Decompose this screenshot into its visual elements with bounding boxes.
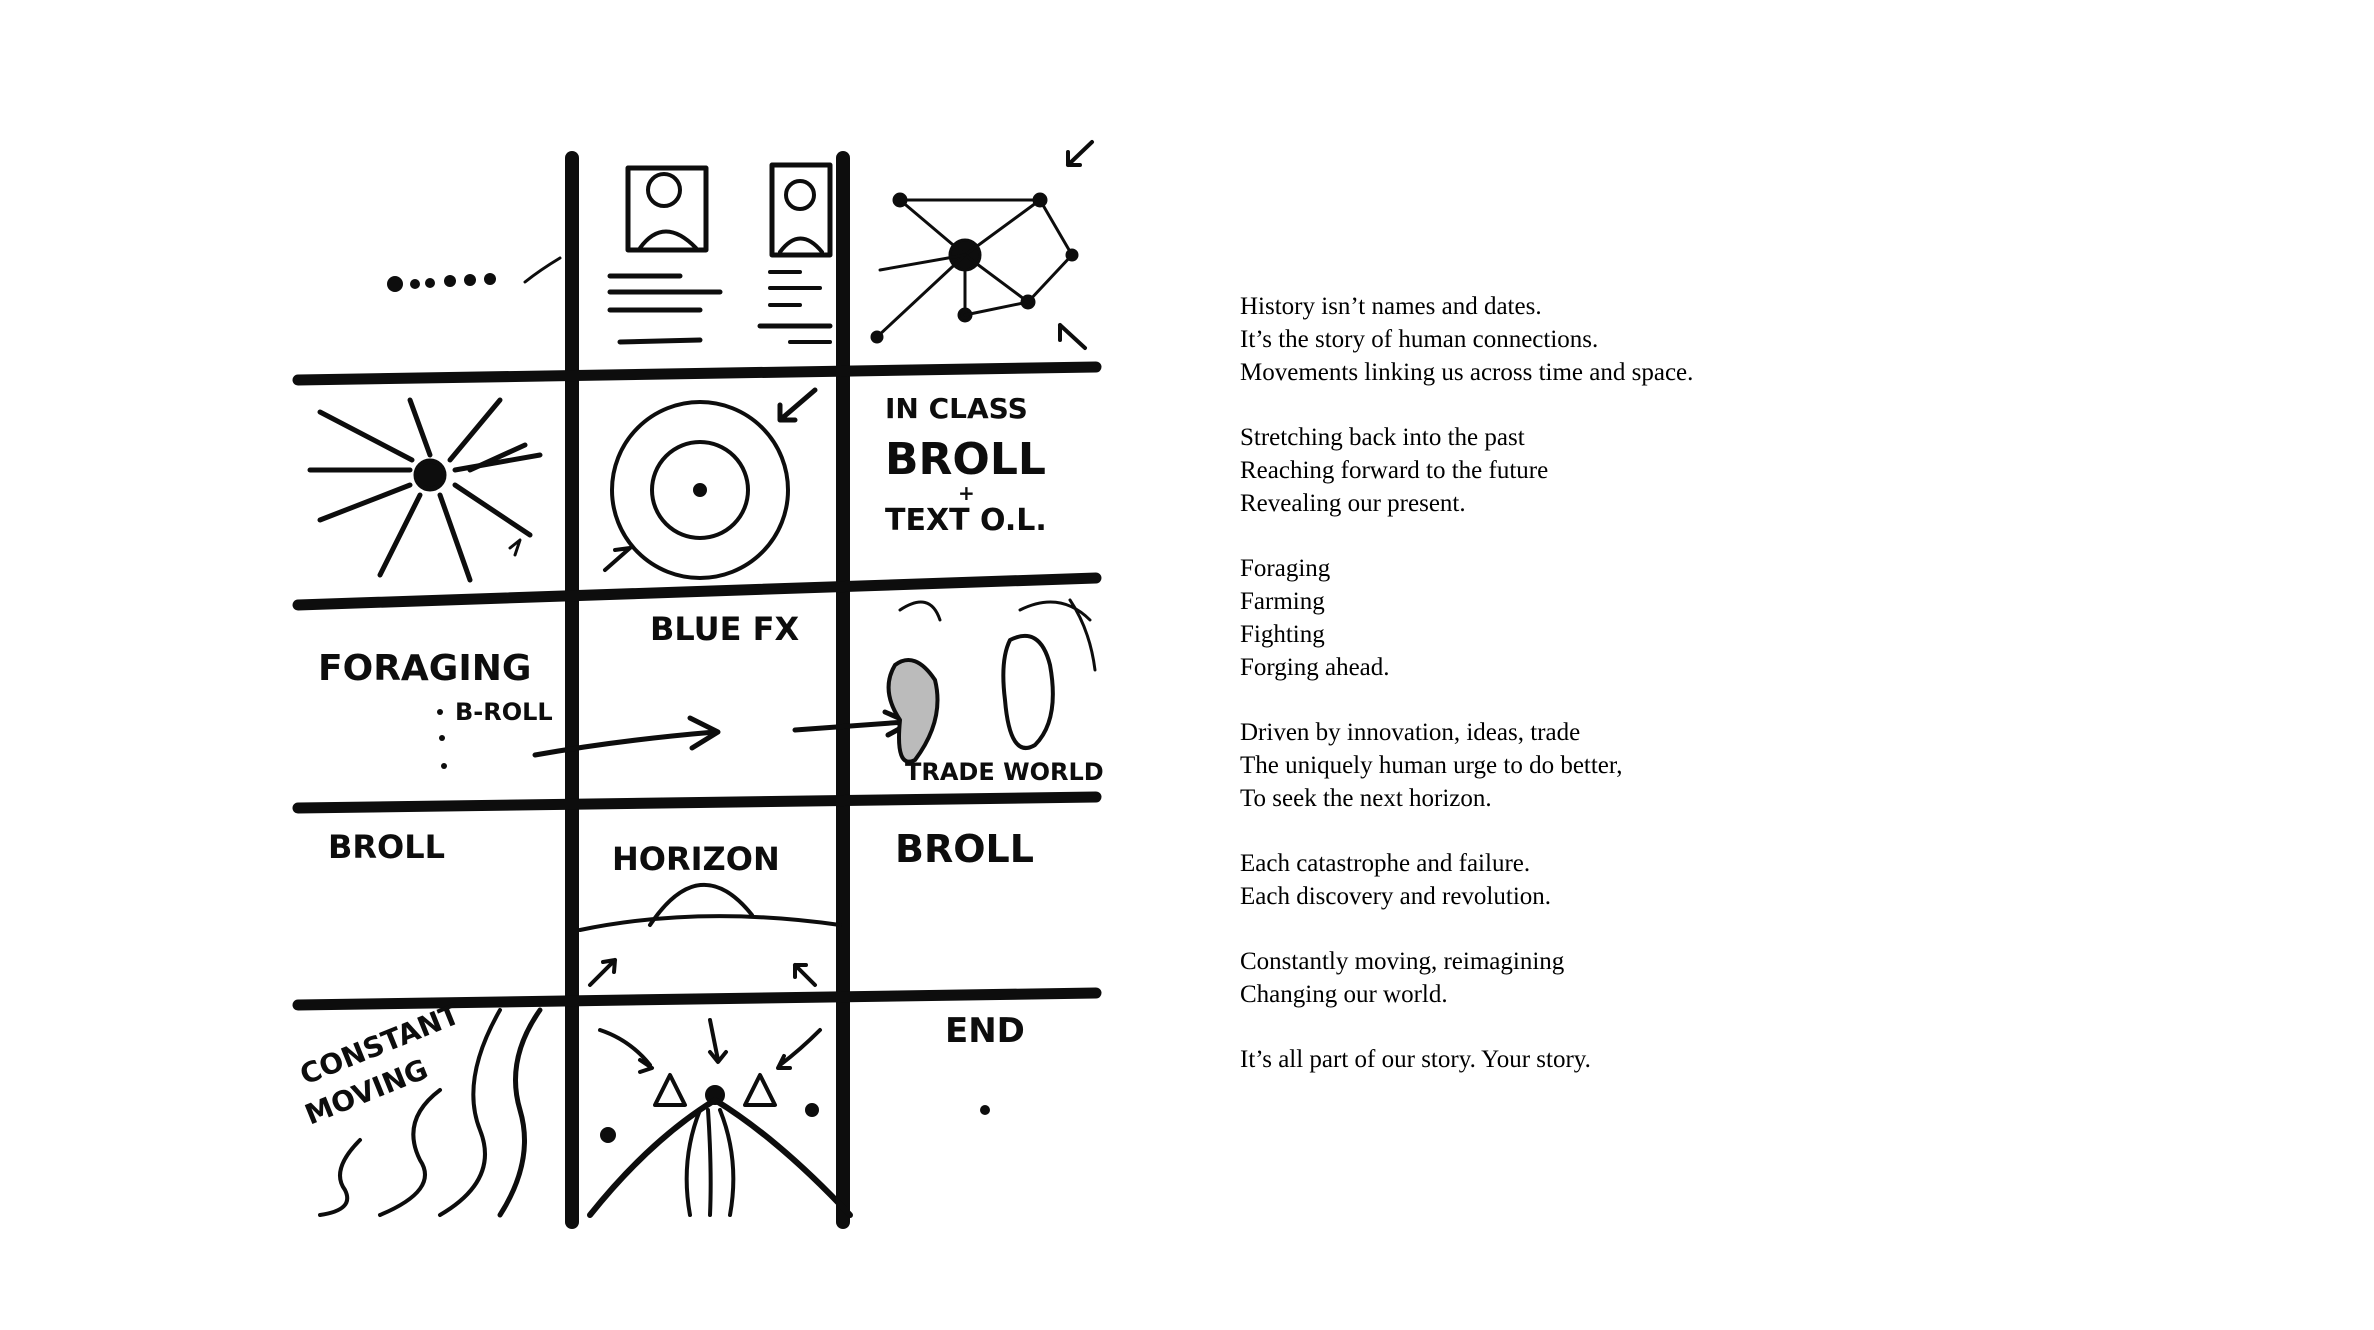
- panel-network: [870, 140, 1094, 350]
- foraging-broll-label: B-ROLL: [455, 698, 553, 726]
- panel-explosion: [307, 397, 543, 583]
- panel-broll-left: BROLL: [328, 828, 445, 866]
- in-class-label: IN CLASS: [885, 392, 1028, 425]
- script-line: Revealing our present.: [1240, 490, 1466, 517]
- plus-label: +: [958, 481, 975, 505]
- end-label: END: [945, 1011, 1025, 1051]
- broll-label: BROLL: [885, 434, 1046, 485]
- panel-blue-fx: BLUE FX: [650, 610, 799, 648]
- horizon-label: HORIZON: [612, 840, 780, 878]
- script-line: Forging ahead.: [1240, 654, 1390, 681]
- script-line: It’s the story of human connections.: [1240, 326, 1599, 353]
- script-line: The uniquely human urge to do better,: [1240, 752, 1623, 779]
- script-stanza: History isn’t names and dates. It’s the s…: [1240, 290, 1940, 389]
- script-stanza: Each catastrophe and failure. Each discov…: [1240, 847, 1940, 913]
- script-line: Stretching back into the past: [1240, 424, 1525, 451]
- script-line: Movements linking us across time and spa…: [1240, 359, 1694, 386]
- script-stanza: It’s all part of our story. Your story.: [1240, 1043, 1940, 1076]
- panel-dots-trail: [387, 256, 562, 292]
- script-line: To seek the next horizon.: [1240, 785, 1492, 812]
- script-line: Constantly moving, reimagining: [1240, 948, 1565, 975]
- script-line: It’s all part of our story. Your story.: [1240, 1046, 1591, 1073]
- panel-trade-world: TRADE WORLD: [792, 598, 1104, 786]
- panel-in-class: IN CLASS BROLL + TEXT O.L.: [885, 392, 1047, 538]
- foraging-label: FORAGING: [318, 648, 531, 689]
- script-line: Each discovery and revolution.: [1240, 883, 1552, 910]
- script-line: Foraging: [1240, 555, 1331, 582]
- panel-target: [603, 387, 818, 580]
- panel-broll-right: BROLL: [895, 827, 1034, 871]
- broll-left-label: BROLL: [328, 828, 445, 866]
- blue-fx-label: BLUE FX: [650, 610, 799, 648]
- script-line: Farming: [1240, 588, 1325, 615]
- panel-constant-moving: CONSTANT MOVING: [295, 998, 543, 1218]
- narration-script: History isn’t names and dates. It’s the s…: [1240, 290, 1940, 1108]
- panel-horizon: HORIZON: [578, 840, 842, 987]
- script-line: Driven by innovation, ideas, trade: [1240, 719, 1581, 746]
- broll-right-label: BROLL: [895, 827, 1034, 871]
- script-line: Reaching forward to the future: [1240, 457, 1549, 484]
- text-ol-label: TEXT O.L.: [885, 503, 1047, 538]
- panel-foraging: FORAGING B-ROLL: [318, 648, 721, 769]
- script-line: History isn’t names and dates.: [1240, 293, 1542, 320]
- script-line: Changing our world.: [1240, 981, 1448, 1008]
- panel-end: END: [945, 1011, 1025, 1115]
- script-line: Fighting: [1240, 621, 1325, 648]
- panel-convergence: [587, 1018, 853, 1218]
- panel-portraits: [607, 162, 833, 345]
- trade-world-label: TRADE WORLD: [905, 758, 1104, 786]
- storyboard-grid: [292, 151, 1102, 1229]
- script-line: Each catastrophe and failure.: [1240, 850, 1531, 877]
